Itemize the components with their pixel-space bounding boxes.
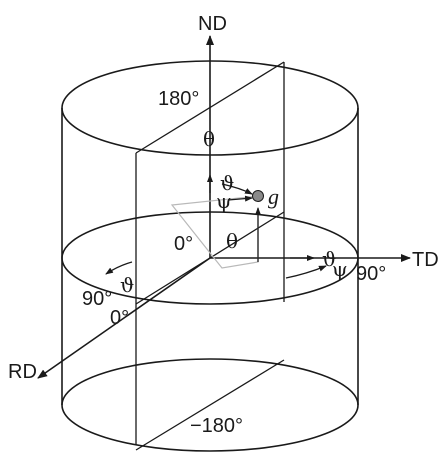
angle-bottom-label: −180° [190,415,243,437]
vartheta-top-label: ϑ [220,171,234,195]
rd-axis [37,257,211,379]
td-label: TD [412,249,439,271]
theta-mid-label: θ [226,229,238,253]
theta-top-label: θ [203,127,215,151]
psi-top-arrow [227,195,253,202]
bottom-diagonal [135,359,285,451]
angle-right-label: 90° [356,263,386,285]
rd-label: RD [8,361,37,383]
vartheta-left-arrow [105,261,133,275]
orientation-point [252,190,264,202]
nd-label: ND [198,13,227,35]
angle-left-lower-label: 0° [110,307,129,329]
vartheta-left-label: ϑ [120,273,134,297]
psi-right-arrow [285,265,327,279]
psi-top-label: ψ [216,189,232,213]
point-g-label: g [268,184,279,209]
vartheta-top-arrow [221,183,253,195]
psi-right-label: ψ [332,257,348,281]
vartheta-right-label: ϑ [322,247,336,271]
angle-left-label: 90° [82,288,112,310]
angle-top-label: 180° [158,88,199,110]
angle-center-label: 0° [174,233,193,255]
